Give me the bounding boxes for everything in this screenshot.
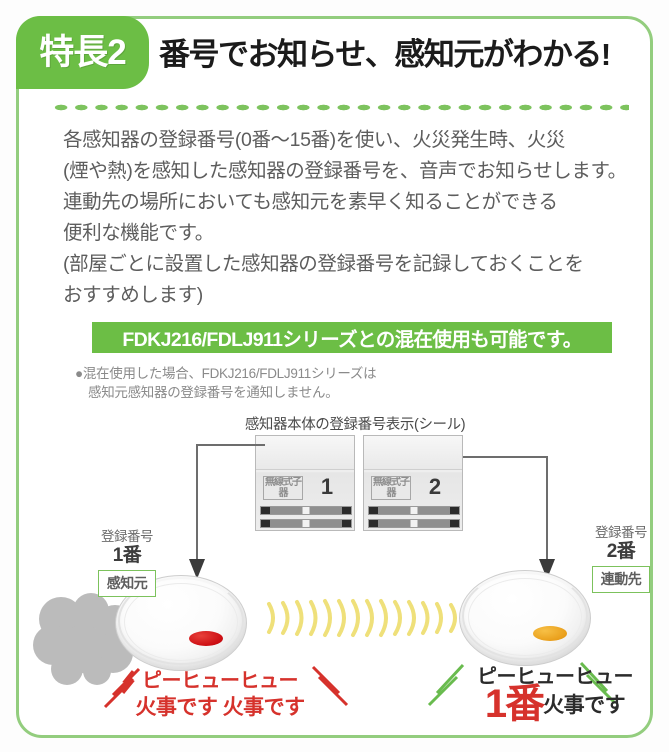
- device-number-1: 1: [320, 474, 334, 499]
- connector-line-left: [189, 444, 265, 579]
- smoke-cloud-icon: [33, 593, 135, 685]
- device-panel-top: [364, 436, 462, 470]
- sound-waves-icon: [267, 599, 457, 637]
- device-number-2: 2: [428, 474, 442, 499]
- device-vents: [368, 506, 460, 530]
- status-badge-source: 感知元: [97, 570, 157, 597]
- header: 特長2 番号でお知らせ、感知元がわかる!: [16, 16, 656, 97]
- vent-slot: [368, 506, 460, 515]
- footnote: ●混在使用した場合、FDKJ216/FDLJ911シリーズは 感知元感知器の登録…: [75, 364, 495, 402]
- callout-source-title: 登録番号: [101, 529, 154, 544]
- device-panel-1: 無線式子器 1: [255, 435, 355, 531]
- sound-linked: ピーヒューヒュー 1番火事です: [437, 665, 669, 724]
- diagram-caption: 感知器本体の登録番号表示(シール): [244, 417, 466, 433]
- body-copy: 各感知器の登録番号(0番〜15番)を使い、火災発生時、火災 (煙や熱)を感知した…: [63, 125, 633, 311]
- sound-source-line-1: ピーヒューヒュー: [142, 670, 299, 692]
- sound-linked-line-1: ピーヒューヒュー: [477, 666, 634, 688]
- callout-linked-number: 2番: [606, 541, 636, 562]
- compatibility-banner-label: FDKJ216/FDLJ911シリーズとの混在使用も可能です。: [122, 329, 582, 351]
- body-copy-line: 便利な機能です。: [63, 222, 214, 244]
- callout-source: 登録番号 1番 感知元: [71, 529, 183, 597]
- sound-linked-line-2: 1番火事です: [437, 684, 669, 724]
- footnote-line-1: ●混在使用した場合、FDKJ216/FDLJ911シリーズは: [75, 366, 377, 381]
- sound-linked-tail: 火事です: [543, 694, 626, 717]
- device-sticker-1: 無線式子器: [263, 476, 303, 500]
- detector-rim: [118, 577, 244, 665]
- body-copy-line: おすすめします): [63, 284, 203, 306]
- device-panel-2: 無線式子器 2: [363, 435, 463, 531]
- sound-linked-number: 1番: [484, 682, 545, 726]
- detector-rim: [462, 572, 588, 660]
- connector-line-right: [463, 456, 555, 579]
- vent-slot: [260, 519, 352, 528]
- rounded-frame: 特長2 番号でお知らせ、感知元がわかる! 各感知器の登録番号(0番〜15番)を使…: [16, 16, 653, 738]
- dotted-divider: [51, 103, 629, 112]
- spark-green-right-icon: [579, 661, 617, 705]
- vent-slot: [368, 519, 460, 528]
- body-copy-line: 各感知器の登録番号(0番〜15番)を使い、火災発生時、火災: [63, 129, 565, 151]
- compatibility-banner: FDKJ216/FDLJ911シリーズとの混在使用も可能です。: [92, 322, 612, 353]
- sound-source-line-2: 火事です 火事です: [135, 696, 305, 719]
- detector-led-amber: [533, 626, 567, 641]
- detector-inner-rim: [124, 583, 238, 661]
- detector-inner-rim: [468, 578, 582, 656]
- footnote-line-2: 感知元感知器の登録番号を通知しません。: [88, 385, 339, 400]
- feature-badge-label: 特長2: [39, 33, 126, 72]
- device-vents: [260, 506, 352, 530]
- body-copy-line: 連動先の場所においても感知元を素早く知ることができる: [63, 191, 558, 213]
- status-badge-linked: 連動先: [591, 566, 651, 593]
- spark-red-right-icon: [311, 665, 349, 707]
- detector-led-red: [189, 631, 223, 646]
- diagram: 感知器本体の登録番号表示(シール) 無線式子器 1 無線式子器 2: [19, 407, 656, 737]
- device-panel-top: [256, 436, 354, 470]
- sound-source: ピーヒューヒュー 火事です 火事です: [115, 669, 325, 722]
- feature-badge: 特長2: [16, 16, 149, 89]
- spark-green-left-icon: [427, 663, 465, 707]
- detector-linked: [459, 570, 591, 668]
- body-copy-line: (部屋ごとに設置した感知器の登録番号を記録しておくことを: [63, 253, 584, 275]
- vent-slot: [260, 506, 352, 515]
- page-title: 番号でお知らせ、感知元がわかる!: [159, 37, 611, 72]
- callout-linked: 登録番号 2番 連動先: [565, 525, 669, 593]
- callout-source-number: 1番: [112, 545, 142, 566]
- device-sticker-2: 無線式子器: [371, 476, 411, 500]
- callout-linked-title: 登録番号: [595, 525, 648, 540]
- spark-red-left-icon: [103, 667, 141, 709]
- body-copy-line: (煙や熱)を感知した感知器の登録番号を、音声でお知らせします。: [63, 160, 627, 182]
